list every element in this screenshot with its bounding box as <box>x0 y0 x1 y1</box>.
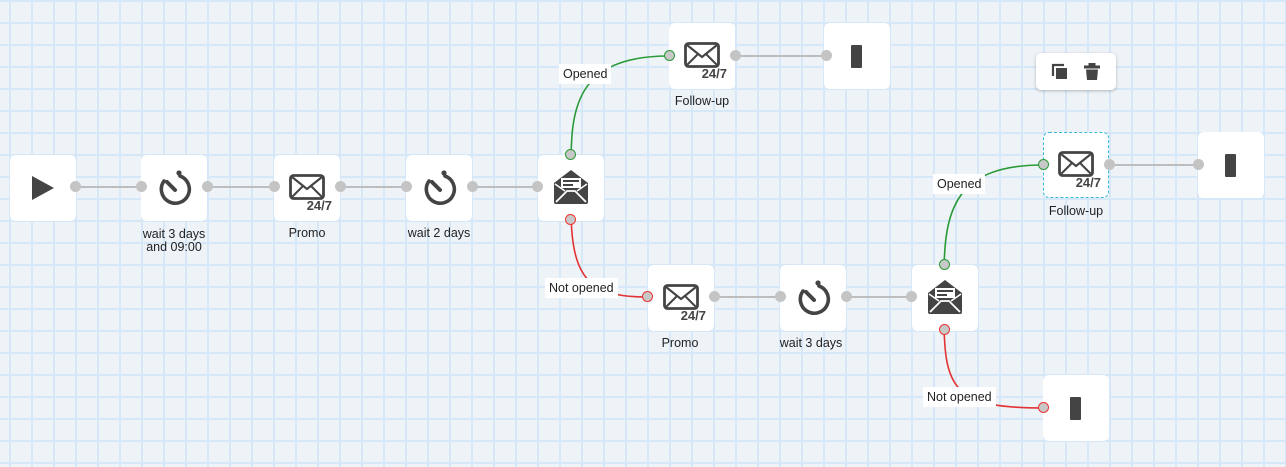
open-email-icon <box>554 170 588 204</box>
open-email-icon <box>928 280 962 314</box>
output-port[interactable] <box>467 181 478 192</box>
input-port[interactable] <box>1193 159 1204 170</box>
envelope-icon <box>1058 151 1094 177</box>
timer-icon <box>798 280 831 315</box>
always-on-badge: 24/7 <box>701 66 727 81</box>
input-port[interactable] <box>906 291 917 302</box>
always-on-badge: 24/7 <box>306 198 332 213</box>
input-port[interactable] <box>401 181 412 192</box>
edge-label-opened: Opened <box>559 64 612 84</box>
wait1-label-line2: and 09:00 <box>146 240 202 254</box>
end-node-1[interactable] <box>824 23 890 89</box>
output-port[interactable] <box>1104 159 1115 170</box>
output-port[interactable] <box>202 181 213 192</box>
output-port[interactable] <box>70 181 81 192</box>
envelope-icon <box>289 174 325 200</box>
wait2-label: wait 2 days <box>407 226 471 240</box>
promo1-label: Promo <box>288 226 326 240</box>
end-node-2[interactable] <box>1198 132 1264 198</box>
input-port[interactable] <box>642 291 653 302</box>
input-port[interactable] <box>532 181 543 192</box>
email-node-followup1[interactable]: 24/7 <box>669 23 735 89</box>
wire-cond2-opened <box>943 164 1044 277</box>
input-port[interactable] <box>1038 402 1049 413</box>
timer-icon <box>424 170 457 205</box>
envelope-icon <box>663 284 699 310</box>
edge-label-not-opened: Not opened <box>545 278 618 298</box>
delay-node-wait3[interactable] <box>780 265 846 331</box>
output-port[interactable] <box>709 291 720 302</box>
output-port[interactable] <box>730 50 741 61</box>
always-on-badge: 24/7 <box>1075 175 1101 190</box>
input-port[interactable] <box>664 50 675 61</box>
condition-node-email-opened-2[interactable] <box>912 265 978 331</box>
end-icon <box>851 45 862 68</box>
always-on-badge: 24/7 <box>680 308 706 323</box>
condition-node-email-opened-1[interactable] <box>538 155 604 221</box>
input-port[interactable] <box>821 50 832 61</box>
trash-icon <box>1084 63 1100 80</box>
delay-node-wait1[interactable] <box>141 155 207 221</box>
end-node-3[interactable] <box>1043 375 1109 441</box>
wait3-label: wait 3 days <box>779 336 843 350</box>
delete-button[interactable] <box>1082 62 1102 82</box>
input-port[interactable] <box>136 181 147 192</box>
followup1-label: Follow-up <box>674 94 730 108</box>
node-toolbar <box>1036 53 1116 90</box>
envelope-icon <box>684 42 720 68</box>
email-node-promo1[interactable]: 24/7 <box>274 155 340 221</box>
email-node-followup2[interactable]: 24/7 <box>1043 132 1109 198</box>
edge-label-opened: Opened <box>933 174 986 194</box>
output-port[interactable] <box>335 181 346 192</box>
output-port-not-opened[interactable] <box>565 214 576 225</box>
followup2-label: Follow-up <box>1048 204 1104 218</box>
input-port[interactable] <box>775 291 786 302</box>
promo2-label: Promo <box>661 336 699 350</box>
output-port-not-opened[interactable] <box>939 324 950 335</box>
edge-label-not-opened: Not opened <box>923 387 996 407</box>
output-port-opened[interactable] <box>939 259 950 270</box>
wait1-label-line1: wait 3 days <box>142 227 206 241</box>
start-node[interactable] <box>10 155 76 221</box>
wire-cond1-opened <box>570 55 670 167</box>
wait1-label: wait 3 days and 09:00 <box>114 228 234 254</box>
copy-icon <box>1051 63 1067 79</box>
end-icon <box>1070 397 1081 420</box>
input-port[interactable] <box>269 181 280 192</box>
timer-icon <box>159 170 192 205</box>
delay-node-wait2[interactable] <box>406 155 472 221</box>
play-icon <box>32 176 54 200</box>
email-node-promo2[interactable]: 24/7 <box>648 265 714 331</box>
output-port-opened[interactable] <box>565 149 576 160</box>
copy-button[interactable] <box>1050 62 1070 82</box>
end-icon <box>1225 154 1236 177</box>
output-port[interactable] <box>841 291 852 302</box>
input-port[interactable] <box>1038 159 1049 170</box>
